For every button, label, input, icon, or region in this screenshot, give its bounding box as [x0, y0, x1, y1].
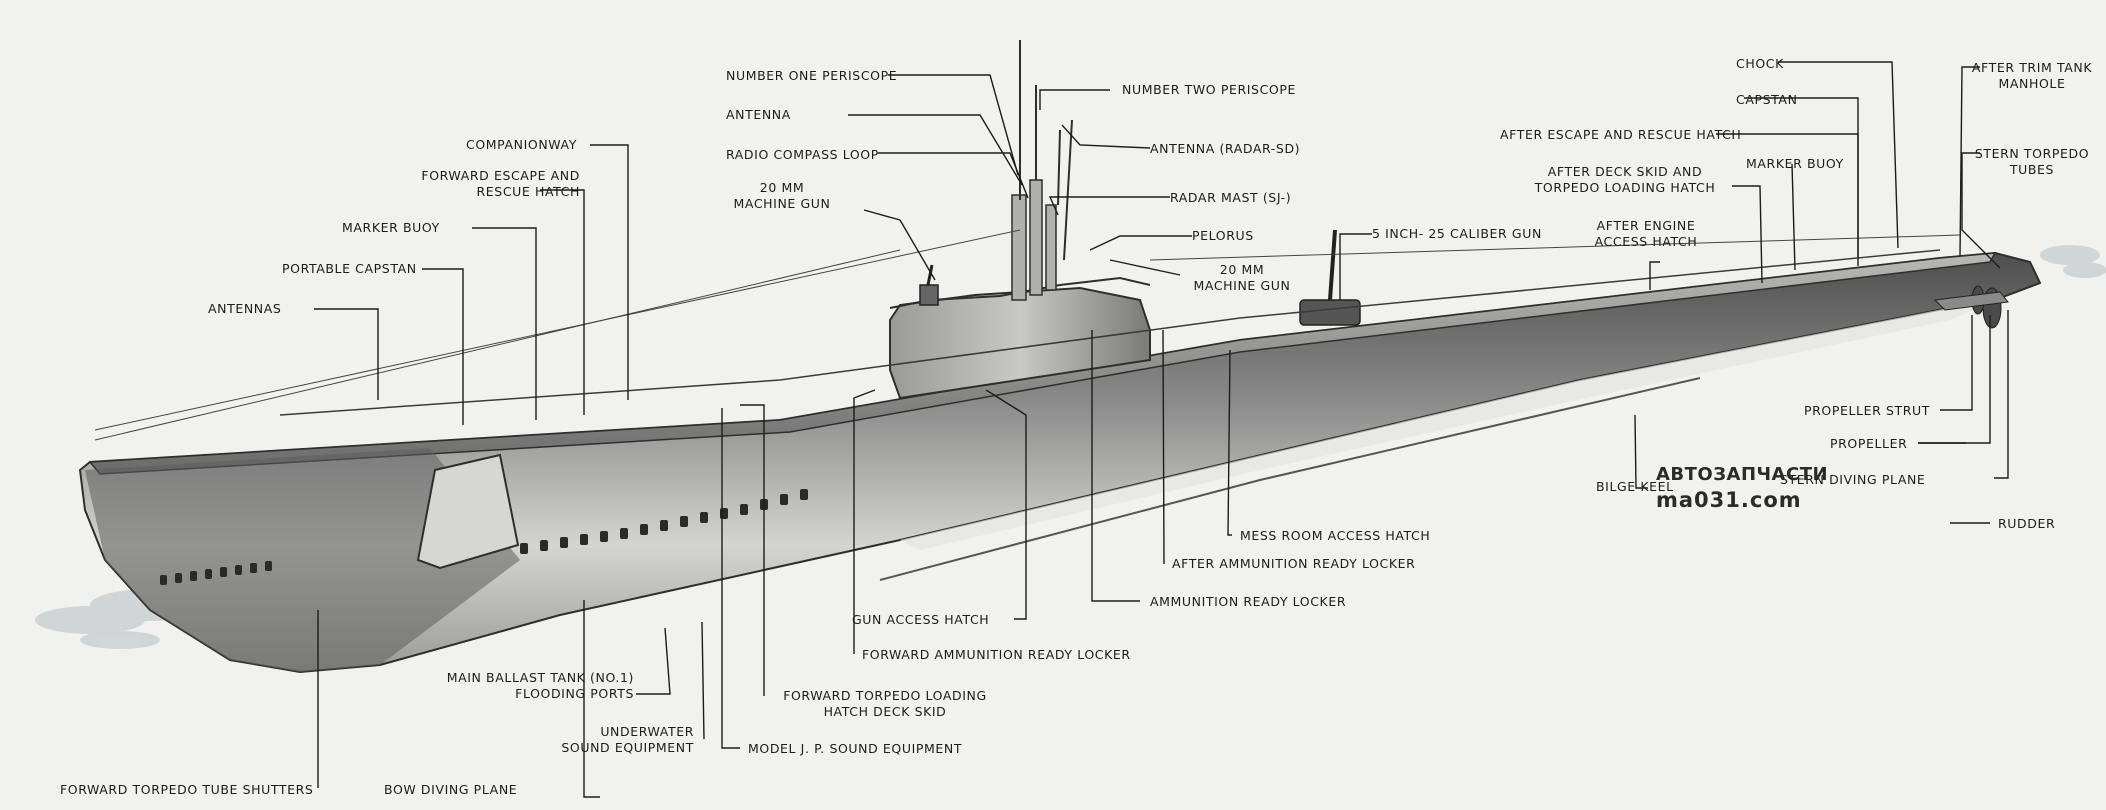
label-number-two-periscope: NUMBER TWO PERISCOPE [1122, 82, 1296, 97]
bow-shade [85, 448, 520, 672]
label-marker-buoy-forward: MARKER BUOY [342, 220, 440, 235]
label-companionway: COMPANIONWAY [466, 137, 577, 152]
label-underwater-sound: UNDERWATER SOUND EQUIPMENT [561, 724, 694, 755]
label-main-ballast-tank: MAIN BALLAST TANK (NO.1) FLOODING PORTS [446, 670, 634, 701]
label-after-escape-hatch: AFTER ESCAPE AND RESCUE HATCH [1500, 127, 1742, 142]
label-pelorus: PELORUS [1192, 228, 1254, 243]
label-forward-ammo-locker: FORWARD AMMUNITION READY LOCKER [862, 647, 1131, 662]
stern-diving-plane [1933, 291, 2009, 311]
label-stern-diving-plane: STERN DIVING PLANE [1780, 472, 1926, 487]
periscope-shears [1011, 179, 1057, 301]
bow-diving-plane [416, 453, 520, 570]
label-chock: CHOCK [1736, 56, 1784, 71]
label-radio-compass-loop: RADIO COMPASS LOOP [726, 147, 879, 162]
label-bilge-keel: BILGE KEEL [1596, 479, 1674, 494]
label-forward-escape-hatch: FORWARD ESCAPE AND RESCUE HATCH [421, 168, 580, 199]
label-forward-torpedo-shutters: FORWARD TORPEDO TUBE SHUTTERS [60, 782, 314, 797]
hull-lower-band [900, 298, 2000, 550]
limber-holes [160, 489, 808, 585]
leader-lines [314, 61, 2009, 798]
label-stern-torpedo-tubes: STERN TORPEDO TUBES [1974, 146, 2090, 177]
deck-gun-20mm [919, 264, 939, 306]
label-after-deck-skid: AFTER DECK SKID AND TORPEDO LOADING HATC… [1534, 164, 1716, 195]
deck-rail [279, 249, 1941, 416]
label-antenna-radar-sd: ANTENNA (RADAR-SD) [1150, 141, 1301, 156]
label-antenna: ANTENNA [726, 107, 791, 122]
label-radar-mast: RADAR MAST (SJ-) [1170, 190, 1292, 205]
label-rudder: RUDDER [1998, 516, 2056, 531]
label-model-jp-sound: MODEL J. P. SOUND EQUIPMENT [748, 741, 963, 756]
stern-foam [2040, 245, 2106, 278]
label-forward-torpedo-skid: FORWARD TORPEDO LOADING HATCH DECK SKID [783, 688, 987, 719]
label-bow-diving-plane: BOW DIVING PLANE [384, 782, 518, 797]
label-ammo-locker: AMMUNITION READY LOCKER [1150, 594, 1347, 609]
label-propeller: PROPELLER [1830, 436, 1908, 451]
label-portable-capstan: PORTABLE CAPSTAN [282, 261, 417, 276]
label-antennas: ANTENNAS [208, 301, 282, 316]
label-20mm-gun-forward: 20 MM MACHINE GUN [733, 180, 831, 211]
watermark-line-1: АВТОЗАПЧАСТИ [1656, 464, 1829, 485]
label-5-inch-gun: 5 INCH- 25 CALIBER GUN [1372, 226, 1542, 241]
label-20mm-gun-after: 20 MM MACHINE GUN [1193, 262, 1291, 293]
label-number-one-periscope: NUMBER ONE PERISCOPE [726, 68, 898, 83]
label-gun-access-hatch: GUN ACCESS HATCH [852, 612, 990, 627]
label-propeller-strut: PROPELLER STRUT [1804, 403, 1931, 418]
label-after-ammo-locker: AFTER AMMUNITION READY LOCKER [1172, 556, 1416, 571]
label-marker-buoy-after: MARKER BUOY [1746, 156, 1844, 171]
watermark-line-2: ma031.com [1656, 488, 1802, 512]
label-capstan: CAPSTAN [1736, 92, 1798, 107]
label-after-engine-hatch: AFTER ENGINE ACCESS HATCH [1594, 218, 1698, 249]
label-after-trim-tank: AFTER TRIM TANK MANHOLE [1971, 60, 2093, 91]
antenna-wires [94, 229, 1961, 441]
label-mess-room-hatch: MESS ROOM ACCESS HATCH [1240, 528, 1431, 543]
bilge-keel-line [879, 377, 1701, 581]
masts [1019, 40, 1073, 261]
